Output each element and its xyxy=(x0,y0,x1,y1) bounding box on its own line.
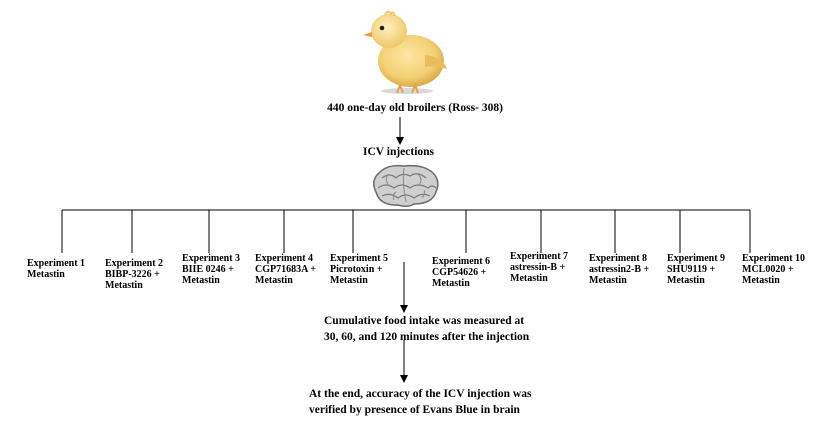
experiment-line: Metastin xyxy=(510,273,548,284)
experiment-line: Metastin xyxy=(742,275,780,286)
experiment-line: MCL0020 + xyxy=(742,264,794,275)
experiment-name: Experiment 2 xyxy=(105,258,164,269)
chick-image xyxy=(363,10,447,94)
food-intake-line-2: 30, 60, and 120 minutes after the inject… xyxy=(324,331,530,343)
experiment-line: Metastin xyxy=(27,269,65,280)
experiment-name: Experiment 9 xyxy=(667,253,726,264)
experiment-6: Experiment 6 CGP54626 + Metastin xyxy=(432,256,490,289)
experiment-name: Experiment 3 xyxy=(182,253,241,264)
experiment-2: Experiment 2 BIBP-3226 + Metastin xyxy=(105,258,163,291)
experiment-line: astressin-B + xyxy=(510,262,566,273)
evans-blue-step: At the end, accuracy of the ICV injectio… xyxy=(309,386,531,418)
experiment-name: Experiment 5 xyxy=(330,253,389,264)
experiment-7: Experiment 7 astressin-B + Metastin xyxy=(510,251,568,284)
experiment-line: Metastin xyxy=(330,275,368,286)
experiment-1: Experiment 1 Metastin xyxy=(27,258,85,280)
experiment-line: Metastin xyxy=(182,275,220,286)
icv-label: ICV injections xyxy=(363,146,435,158)
experiment-line: Metastin xyxy=(589,275,627,286)
experiment-line: astressin2-B + xyxy=(589,264,650,275)
experiment-line: BIIE 0246 + xyxy=(182,264,234,275)
evans-blue-line-1: At the end, accuracy of the ICV injectio… xyxy=(309,388,532,400)
experiment-9: Experiment 9 SHU9119 + Metastin xyxy=(667,253,725,286)
experiment-8: Experiment 8 astressin2-B + Metastin xyxy=(589,253,649,286)
food-intake-step: Cumulative food intake was measured at 3… xyxy=(324,313,529,345)
experiment-name: Experiment 6 xyxy=(432,256,491,267)
experiment-name: Experiment 10 xyxy=(742,253,806,264)
experiment-line: Picrotoxin + xyxy=(330,264,383,275)
experiment-line: SHU9119 + xyxy=(667,264,716,275)
experiment-5: Experiment 5 Picrotoxin + Metastin xyxy=(330,253,388,286)
experiment-line: Metastin xyxy=(255,275,293,286)
brain-image xyxy=(373,164,439,208)
experiment-name: Experiment 1 xyxy=(27,258,86,269)
experiment-line: Metastin xyxy=(432,278,470,289)
experiment-name: Experiment 4 xyxy=(255,253,314,264)
title: 440 one-day old broilers (Ross- 308) xyxy=(327,102,503,114)
experiment-name: Experiment 8 xyxy=(589,253,648,264)
experiment-line: CGP54626 + xyxy=(432,267,487,278)
experiment-10: Experiment 10 MCL0020 + Metastin xyxy=(742,253,805,286)
food-intake-line-1: Cumulative food intake was measured at xyxy=(324,315,525,327)
experiment-line: Metastin xyxy=(667,275,705,286)
experiment-4: Experiment 4 CGP71683A + Metastin xyxy=(255,253,316,286)
experiment-name: Experiment 7 xyxy=(510,251,569,262)
experiment-3: Experiment 3 BIIE 0246 + Metastin xyxy=(182,253,240,286)
experiment-line: Metastin xyxy=(105,280,143,291)
experiment-line: CGP71683A + xyxy=(255,264,316,275)
evans-blue-line-2: verified by presence of Evans Blue in br… xyxy=(309,404,520,416)
experiment-line: BIBP-3226 + xyxy=(105,269,160,280)
